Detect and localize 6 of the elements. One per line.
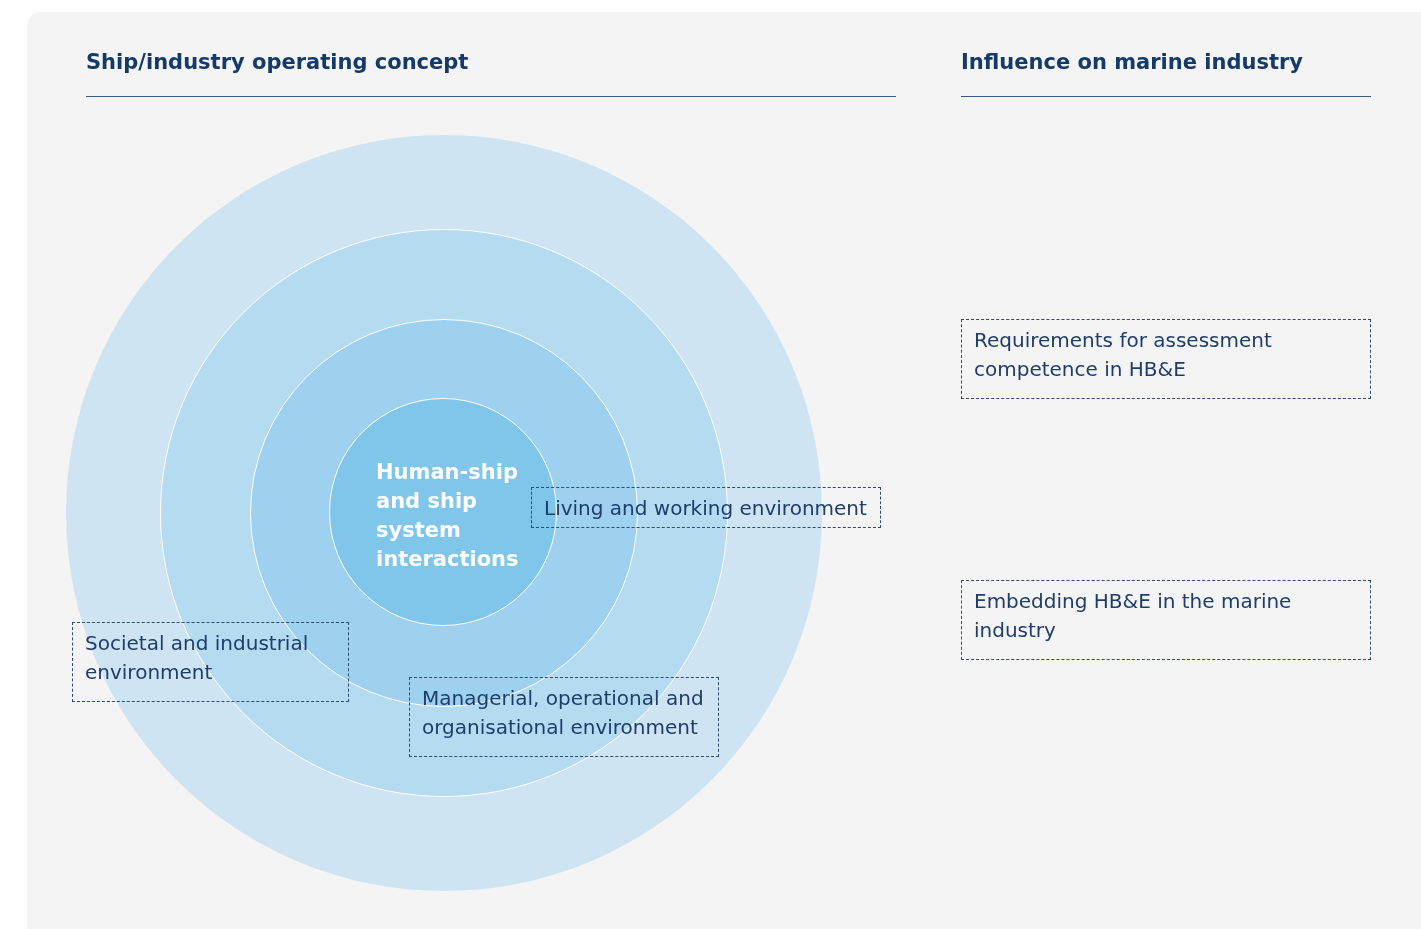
dashed-label-box: Embedding HB&E in the marine industry — [961, 580, 1371, 660]
dashed-label-box: Requirements for assessment competence in HB&E — [961, 319, 1371, 399]
dashed-label-box: Living and working environment — [531, 487, 881, 528]
core-label: Human-ship and ship system interactions — [376, 459, 520, 573]
column-heading: Influence on marine industry — [961, 50, 1303, 74]
column-heading: Ship/industry operating concept — [86, 50, 469, 74]
